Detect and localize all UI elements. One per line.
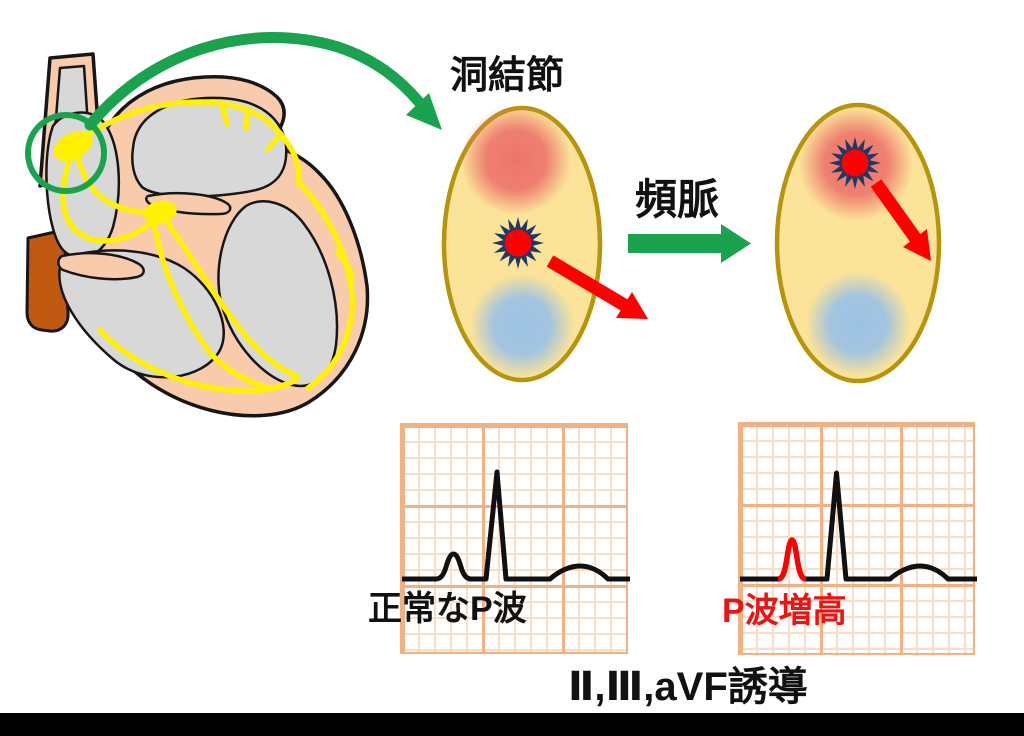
his-right-bundle bbox=[161, 215, 301, 380]
sinus-node-diagram-tachycardia bbox=[774, 102, 942, 384]
ecg-waveform-rest bbox=[806, 470, 977, 582]
impulse-arrowhead-icon bbox=[903, 229, 931, 261]
impulse-arrow-shaft bbox=[546, 255, 630, 312]
tachycardia-arrow bbox=[628, 224, 751, 263]
green-curved-arrow bbox=[84, 32, 442, 131]
green-arrowhead-icon bbox=[406, 93, 442, 130]
internodal-path-direct bbox=[75, 153, 151, 215]
ecg-trace-normal bbox=[402, 469, 630, 582]
left-atrium-chamber bbox=[131, 96, 288, 198]
ecg-trace-tachycardia bbox=[740, 470, 977, 582]
right-ventricle-chamber bbox=[58, 249, 225, 379]
av-node bbox=[143, 200, 177, 224]
sa-node-highlight-circle bbox=[25, 112, 107, 194]
blue-zone bbox=[470, 274, 574, 378]
elevated-p-wave-label: P波増高 bbox=[722, 592, 847, 630]
tricuspid-valve-wedge bbox=[57, 251, 145, 281]
normal-p-wave-label: 正常なP波 bbox=[368, 590, 527, 628]
green-curved-arrow-shaft bbox=[84, 32, 425, 131]
ivc-vessel bbox=[25, 228, 70, 333]
blue-zone bbox=[806, 272, 910, 376]
ecg-strip-normal bbox=[400, 423, 630, 654]
ecg-strip-tachycardia bbox=[738, 422, 977, 655]
right-descending-branch bbox=[279, 133, 302, 185]
impulse-arrow-shaft bbox=[870, 179, 922, 243]
ecg-leads-label: Ⅱ,Ⅲ,aVF誘導 bbox=[568, 665, 808, 709]
bottom-wall-branch bbox=[97, 327, 299, 394]
impulse-arrowhead-icon bbox=[616, 292, 648, 319]
sa-node bbox=[53, 130, 93, 162]
tachycardia-label: 頻脈 bbox=[635, 176, 720, 223]
right-wall-branch bbox=[295, 179, 355, 391]
bachmann-bundle bbox=[75, 99, 285, 145]
ecg-p-wave-elevated bbox=[777, 537, 807, 582]
heart-illustration bbox=[25, 52, 370, 418]
atrial-twig bbox=[265, 131, 284, 152]
sinus-node-diagram-normal bbox=[441, 105, 648, 383]
ecg-waveform-normal bbox=[402, 469, 630, 582]
sinus-node-label: 洞結節 bbox=[450, 55, 565, 97]
red-zone bbox=[461, 105, 571, 215]
left-bundle bbox=[151, 219, 275, 392]
footer-black-bar bbox=[0, 713, 1024, 736]
atrial-twig bbox=[219, 101, 230, 127]
conduction-system bbox=[60, 99, 355, 394]
tachycardia-arrow-shaft bbox=[628, 234, 721, 253]
wall-twig bbox=[335, 249, 355, 281]
atrial-twig bbox=[243, 106, 251, 131]
tachycardia-arrowhead-icon bbox=[721, 224, 751, 263]
impulse-core bbox=[841, 149, 869, 177]
impulse-core bbox=[504, 229, 532, 257]
